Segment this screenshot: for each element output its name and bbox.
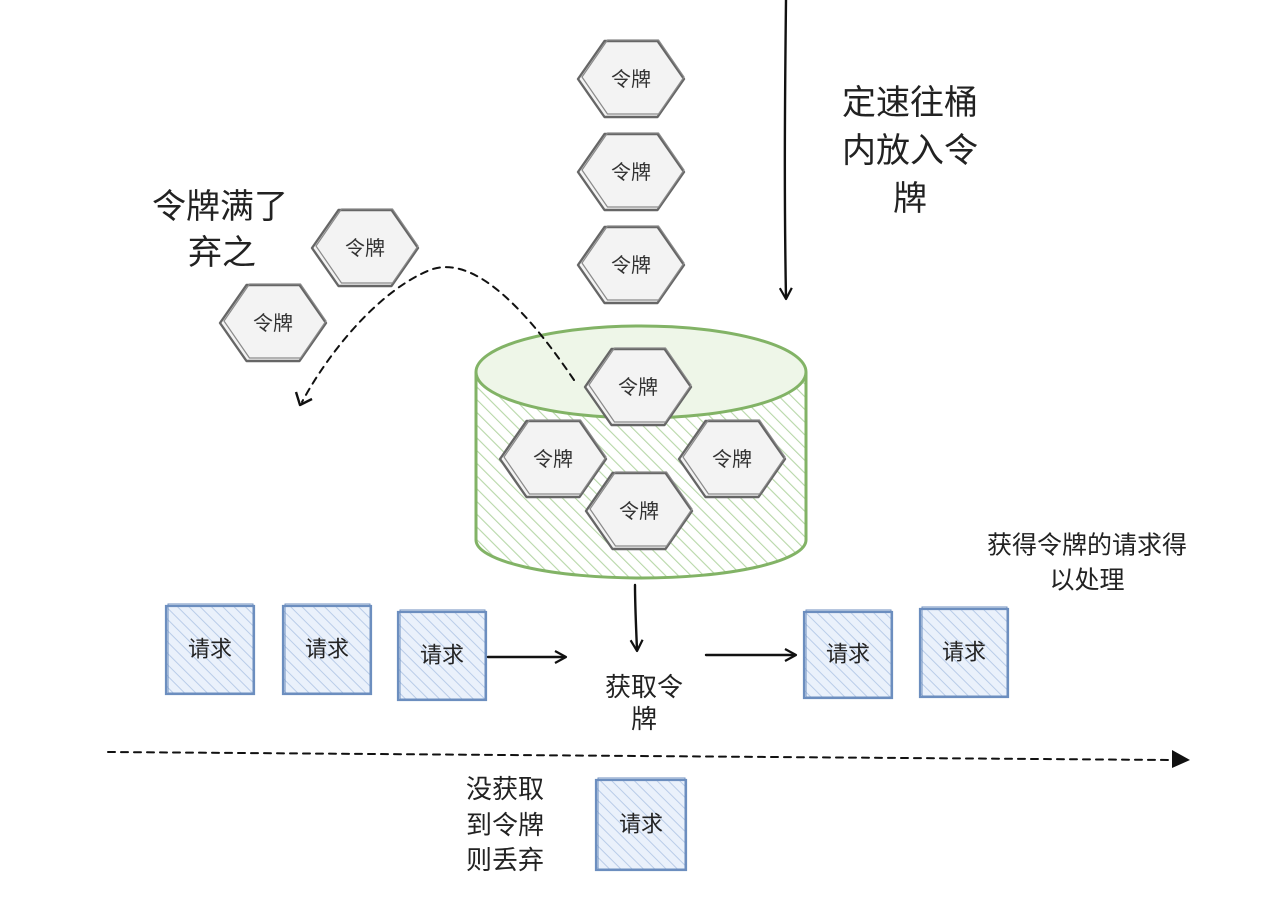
token-label: 令牌: [345, 236, 385, 260]
token-falling-3: 令牌: [576, 225, 686, 305]
token-falling-1: 令牌: [576, 39, 686, 119]
svg-text:牌: 牌: [893, 179, 927, 219]
token-label: 令牌: [253, 311, 293, 335]
tokens-full-label: 令牌满了 弃之: [152, 187, 288, 273]
token-label: 令牌: [611, 67, 651, 91]
token-discarded-2: 令牌: [218, 283, 328, 363]
tokens: 令牌令牌令牌令牌令牌令牌令牌令牌令牌: [218, 39, 787, 551]
token-in-bucket-2: 令牌: [498, 419, 608, 499]
overflow-arrow: [301, 266, 575, 403]
request-processed-2: 请求: [918, 606, 1010, 699]
request-waiting-2: 请求: [281, 603, 373, 696]
svg-text:令牌满了: 令牌满了: [152, 187, 288, 227]
request-label: 请求: [188, 638, 232, 663]
fill-rate-arrow: [778, 0, 793, 301]
token-in-bucket-3: 令牌: [677, 419, 787, 499]
request-waiting-3: 请求: [396, 609, 488, 702]
svg-text:获得令牌的请求得: 获得令牌的请求得: [987, 531, 1187, 560]
request-label: 请求: [305, 638, 349, 663]
request-label: 请求: [619, 813, 663, 838]
timeline-arrow: [107, 751, 1171, 761]
discarded-label: 没获取 到令牌 则丢弃: [466, 775, 544, 876]
request-label: 请求: [942, 641, 986, 666]
acquire-token-label: 获取令 牌: [605, 673, 683, 735]
request-label: 请求: [420, 644, 464, 669]
svg-text:牌: 牌: [631, 705, 657, 735]
token-in-bucket-4: 令牌: [584, 471, 694, 551]
svg-text:内放入令: 内放入令: [842, 131, 978, 171]
token-falling-2: 令牌: [576, 132, 686, 212]
fill-rate-label: 定速往桶 内放入令 牌: [842, 83, 978, 219]
svg-text:到令牌: 到令牌: [466, 811, 544, 841]
svg-text:弃之: 弃之: [188, 233, 256, 273]
token-label: 令牌: [712, 447, 752, 471]
request-discarded: 请求: [594, 777, 688, 872]
token-label: 令牌: [619, 499, 659, 523]
svg-text:以处理: 以处理: [1049, 566, 1124, 595]
svg-text:获取令: 获取令: [605, 673, 683, 703]
request-waiting-1: 请求: [164, 603, 256, 696]
request-label: 请求: [826, 643, 870, 668]
svg-text:则丢弃: 则丢弃: [466, 846, 544, 876]
svg-text:没获取: 没获取: [466, 775, 544, 805]
request-processed-1: 请求: [802, 609, 894, 700]
svg-text:定速往桶: 定速往桶: [842, 83, 978, 123]
token-label: 令牌: [533, 447, 573, 471]
bucket-to-acquire-arrow: [629, 583, 644, 653]
token-label: 令牌: [618, 375, 658, 399]
token-label: 令牌: [611, 160, 651, 184]
token-discarded-1: 令牌: [310, 208, 420, 288]
token-label: 令牌: [611, 253, 651, 277]
processed-label: 获得令牌的请求得 以处理: [987, 531, 1187, 595]
requests: 请求请求请求请求请求请求: [164, 603, 1010, 872]
token-in-bucket-1: 令牌: [583, 347, 693, 427]
